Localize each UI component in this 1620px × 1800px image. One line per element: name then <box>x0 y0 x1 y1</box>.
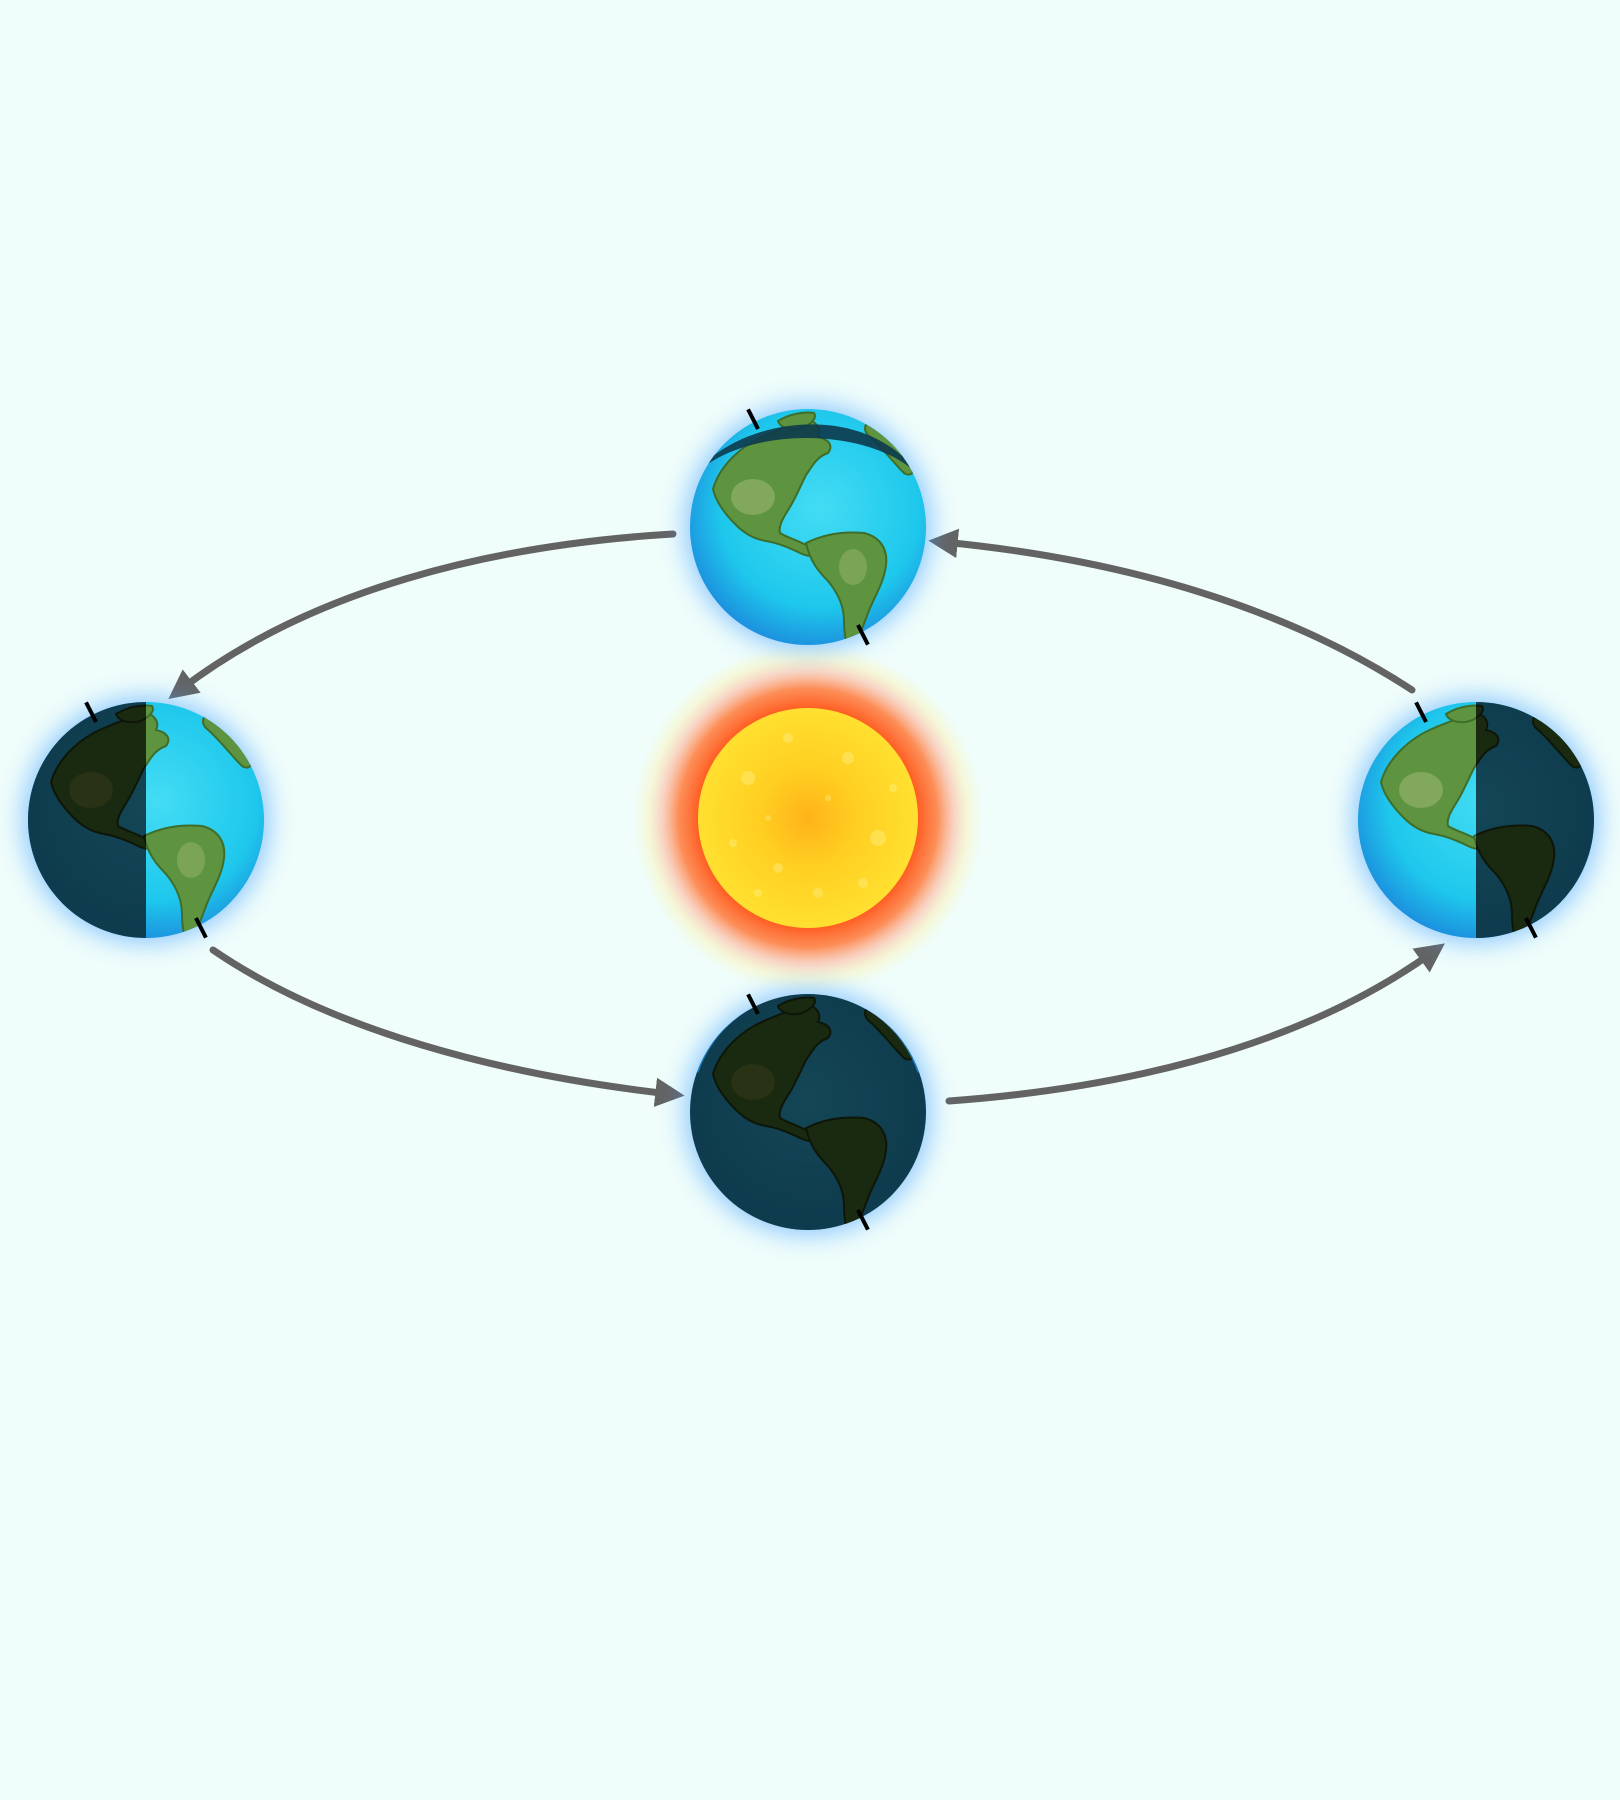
axis-line <box>746 993 870 1231</box>
orbit-arrows <box>168 528 1445 1107</box>
axis-line <box>84 701 208 939</box>
axis-line <box>746 408 870 646</box>
sun-disc <box>698 708 918 928</box>
earth-icon <box>690 994 926 1230</box>
earth-left <box>22 696 270 944</box>
sun-texture <box>729 733 897 898</box>
earth-top <box>684 403 932 651</box>
earth-right <box>1352 696 1600 944</box>
axis-line <box>1414 701 1538 939</box>
orbit-arrow-left-to-bottom <box>209 946 685 1107</box>
orbit-arrow-top-to-left <box>168 530 677 699</box>
earth-icon <box>690 409 926 645</box>
earth-bottom <box>684 988 932 1236</box>
earth-icon <box>28 702 264 938</box>
orbit-arrow-right-to-top <box>928 528 1416 694</box>
sun-icon <box>633 643 983 993</box>
earths <box>22 403 1600 1236</box>
orbit-arrow-bottom-to-right <box>945 943 1445 1105</box>
earth-icon <box>1358 702 1594 938</box>
